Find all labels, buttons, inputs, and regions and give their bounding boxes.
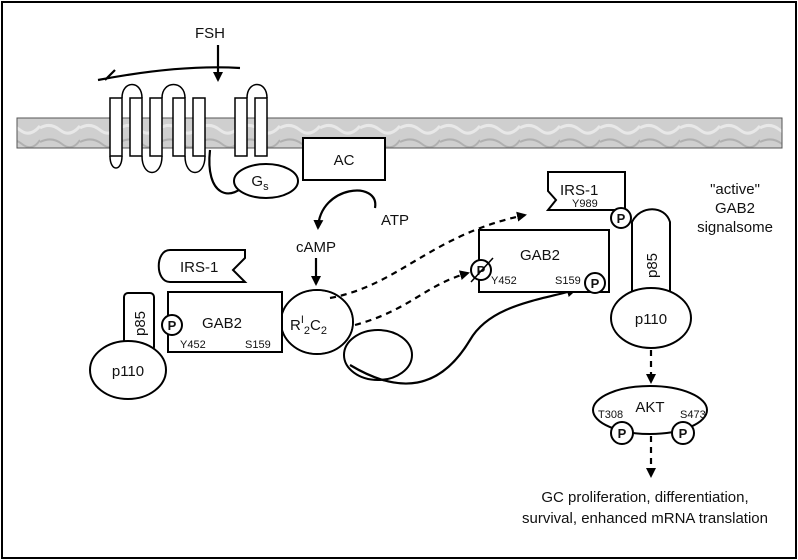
irs1-right-shape xyxy=(545,171,626,211)
atp-label: ATP xyxy=(381,212,409,229)
phospho-s159 xyxy=(584,272,606,294)
active-label-line2: GAB2 xyxy=(715,200,755,217)
phospho-y989 xyxy=(610,207,632,229)
dephosphorylation-slash xyxy=(470,257,494,283)
s473-label: S473 xyxy=(680,409,706,421)
phospho-s473-label: P xyxy=(679,426,688,441)
phospho-s159-label: P xyxy=(591,276,600,291)
y452-right-label: Y452 xyxy=(491,275,517,287)
pka-to-irs1-dashed-arrow xyxy=(329,211,527,300)
gs-label: Gs xyxy=(251,173,269,193)
cell-membrane xyxy=(16,117,783,149)
s159-right-label: S159 xyxy=(555,275,581,287)
phospho-s473 xyxy=(671,421,695,445)
akt-label: AKT xyxy=(635,399,664,416)
p110-left-ellipse xyxy=(89,340,167,400)
atp-to-camp-arrow xyxy=(313,189,377,230)
active-label-line3: signalsome xyxy=(697,219,773,236)
y989-label: Y989 xyxy=(572,198,598,210)
phospho-t308 xyxy=(610,421,634,445)
pka-to-s159-arrow xyxy=(349,287,577,385)
active-label-line1: "active" xyxy=(710,181,760,198)
gab2-right-label: GAB2 xyxy=(520,247,560,264)
camp-label: cAMP xyxy=(296,239,336,256)
pka-catalytic-lobe xyxy=(343,329,413,381)
phospho-t308-label: P xyxy=(618,426,627,441)
phospho-left-label: P xyxy=(168,318,177,333)
y452-left-label: Y452 xyxy=(180,339,206,351)
gab2-left-label: GAB2 xyxy=(202,315,242,332)
s159-left-label: S159 xyxy=(245,339,271,351)
irs1-right-label: IRS-1 xyxy=(560,182,598,199)
fsh-label: FSH xyxy=(195,25,225,42)
irs1-left-label: IRS-1 xyxy=(180,259,218,276)
outcome-line1: GC proliferation, differentiation, xyxy=(541,489,748,506)
phospho-left-y452 xyxy=(161,314,183,336)
ac-label: AC xyxy=(334,152,355,169)
gab2-left-box xyxy=(167,291,283,353)
gs-ellipse xyxy=(233,163,299,199)
irs1-left-shape xyxy=(157,249,248,283)
t308-label: T308 xyxy=(598,409,623,421)
p85-right-box xyxy=(631,208,671,299)
inactive-complex: IRS-1 GAB2 Y452 S159 p85 P p110 xyxy=(89,249,283,400)
pka-label: RI2C2 xyxy=(290,314,327,337)
p110-left-label: p110 xyxy=(112,363,144,380)
p110-right-label: p110 xyxy=(635,311,667,328)
p85-left-label: p85 xyxy=(132,311,149,336)
ac-box xyxy=(302,137,386,181)
phospho-y989-label: P xyxy=(617,211,626,226)
active-signalsome: IRS-1 Y989 GAB2 Y452 S159 P P p85 P p110 xyxy=(470,171,692,349)
pka-to-y452-dashed-arrow xyxy=(354,270,470,327)
outcome-line2: survival, enhanced mRNA translation xyxy=(522,510,768,527)
p110-right-ellipse xyxy=(610,287,692,349)
p85-right-label: p85 xyxy=(644,253,661,278)
